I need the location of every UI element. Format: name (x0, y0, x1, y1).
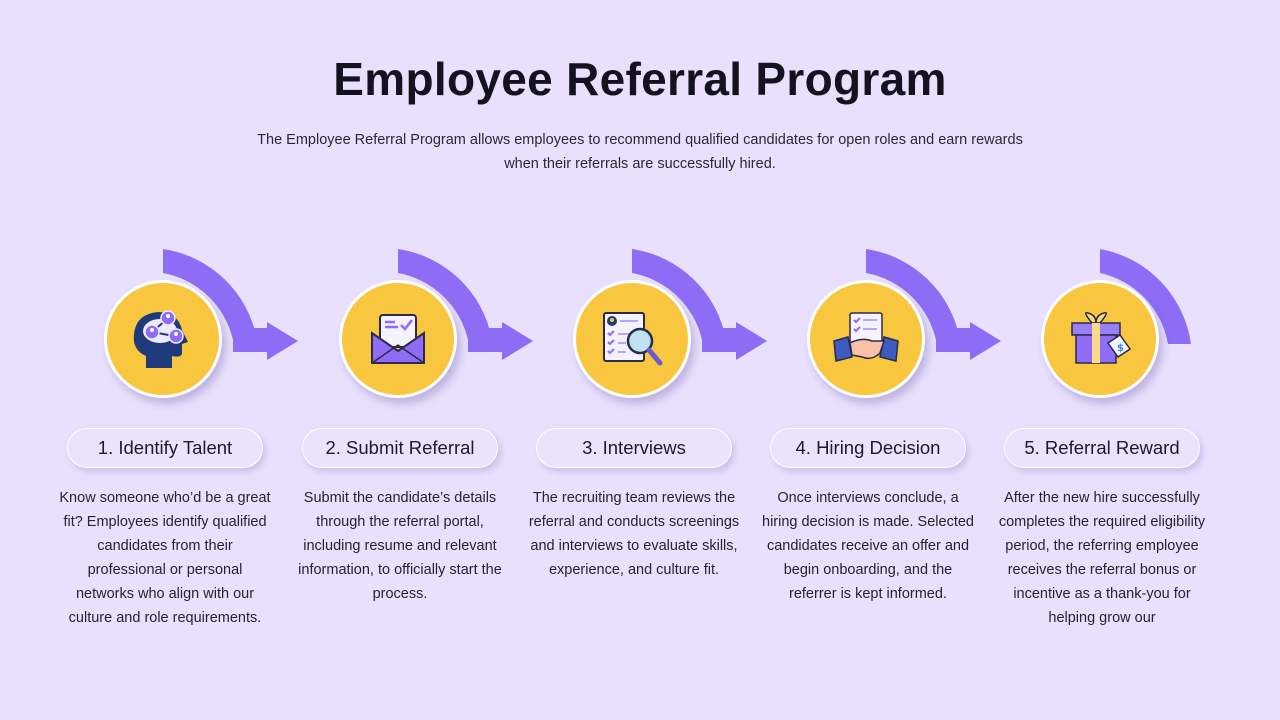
step-icon-circle: $ (1041, 280, 1159, 398)
arc-arrow-icon (632, 249, 767, 360)
step-title-pill: 2. Submit Referral (302, 428, 498, 468)
step-identify-talent: 1. Identify Talent Know someone who’d be… (59, 240, 301, 680)
page-subtitle: The Employee Referral Program allows emp… (257, 132, 1023, 172)
document-magnifier-icon (603, 312, 663, 366)
step-description: Submit the candidate’s details through t… (298, 490, 502, 602)
arc-arrow-icon (866, 249, 1001, 360)
envelope-letter-icon (371, 314, 425, 364)
step-icon-circle (104, 280, 222, 398)
step-hiring-decision: 4. Hiring Decision Once interviews concl… (762, 240, 1004, 680)
gift-tag-icon: $ (1071, 311, 1132, 364)
step-description: After the new hire successfully complete… (998, 490, 1206, 626)
step-icon-circle (807, 280, 925, 398)
arc-arrow-icon (163, 249, 298, 360)
arc-icon (1100, 249, 1191, 344)
step-description: Once interviews conclude, a hiring decis… (762, 490, 974, 602)
step-icon-circle (339, 280, 457, 398)
step-title-pill: 5. Referral Reward (1004, 428, 1200, 468)
page-title: Employee Referral Program (333, 53, 947, 105)
arc-arrow-icon (398, 249, 533, 360)
head-network-icon (133, 310, 188, 368)
step-icon-circle (573, 280, 691, 398)
svg-text:$: $ (1117, 343, 1124, 354)
handshake-icon (833, 312, 899, 362)
step-title-pill: 1. Identify Talent (67, 428, 263, 468)
step-description: Know someone who’d be a great fit? Emplo… (59, 490, 271, 626)
step-description: The recruiting team reviews the referral… (528, 490, 740, 578)
step-title-pill: 4. Hiring Decision (770, 428, 966, 468)
step-title-pill: 3. Interviews (536, 428, 732, 468)
step-referral-reward: $ 5. Referral Reward After the new hire … (999, 240, 1238, 680)
step-interviews: 3. Interviews The recruiting team review… (529, 240, 770, 680)
step-submit-referral: 2. Submit Referral Submit the candidate’… (298, 240, 536, 680)
